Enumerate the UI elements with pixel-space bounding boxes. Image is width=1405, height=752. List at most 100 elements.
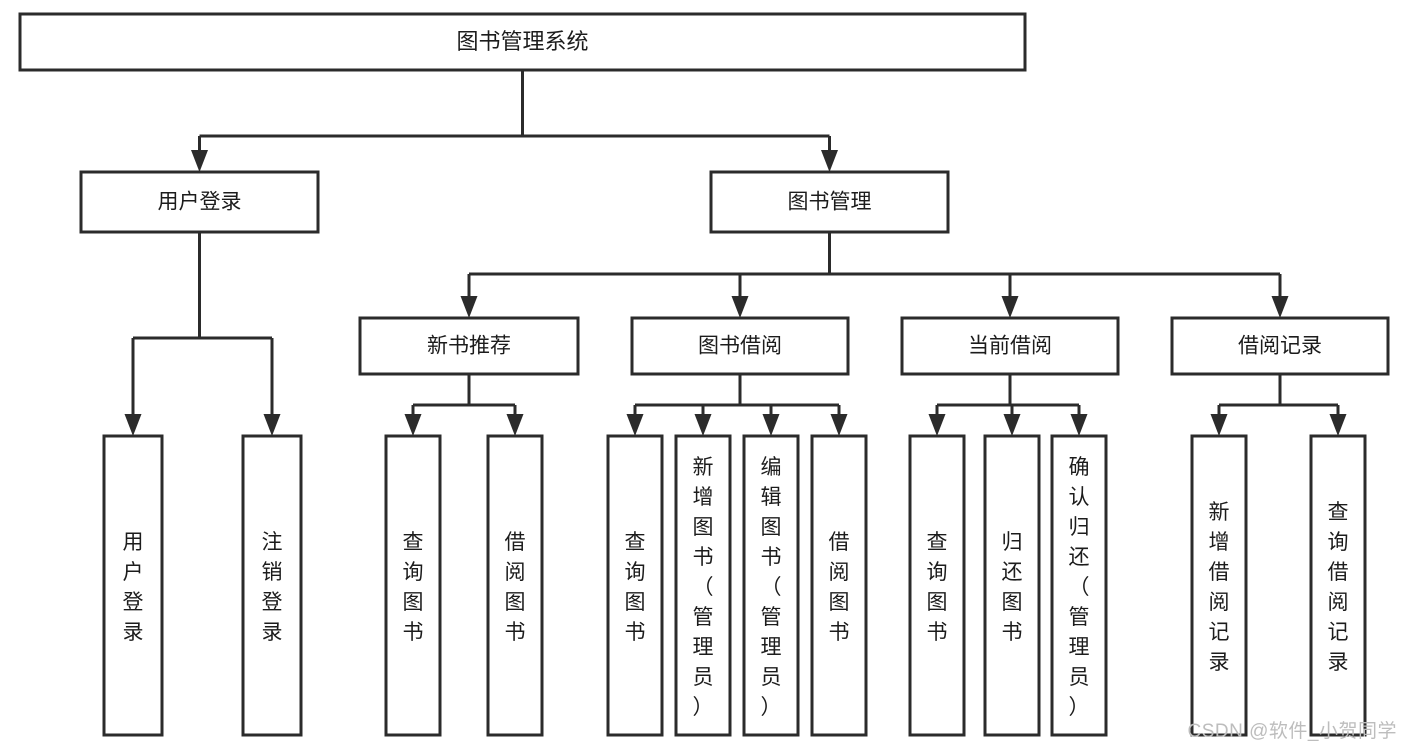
node-label-char: 录 (1209, 651, 1230, 674)
arrow-head-icon (928, 414, 946, 436)
arrow-head-icon (263, 414, 281, 436)
node-label-char: 录 (123, 621, 144, 644)
node-box (674, 434, 732, 737)
node-leaf-query-book-1[interactable]: 查询图书查询图书 (0, 0, 442, 737)
arrow-head-icon (404, 414, 422, 436)
connector-group (460, 232, 1289, 318)
arrow-head-icon (762, 414, 780, 436)
node-label-char: 询 (625, 561, 646, 584)
node-label-char: 新 (693, 456, 714, 479)
node-label-char: ） (693, 696, 714, 719)
node-label-char: 户 (123, 561, 144, 584)
node-label-char: 认 (1069, 486, 1090, 509)
arrow-head-icon (1003, 414, 1021, 436)
node-label: 用户登录 (158, 191, 242, 214)
node-label-char: 增 (693, 486, 714, 509)
node-label-char: 阅 (1328, 591, 1349, 614)
node-label-char: （ (693, 576, 714, 599)
node-leaf-query-book-2[interactable]: 查询图书查询图书 (0, 0, 664, 737)
node-leaf-borrow-book-2[interactable]: 借阅图书借阅图书 (0, 0, 868, 737)
node-label-char: 查 (625, 531, 646, 554)
node-box (709, 170, 950, 234)
node-label-char: 理 (693, 636, 714, 659)
arrow-head-icon (731, 296, 749, 318)
node-book-borrow[interactable]: 图书借阅 (630, 316, 850, 376)
node-label-char: 阅 (1209, 591, 1230, 614)
node-label-char: 借 (829, 531, 850, 554)
node-label-char: 书 (693, 546, 714, 569)
node-leaf-user-login[interactable]: 用户登录用户登录 (0, 0, 164, 737)
node-label-char: 借 (1328, 561, 1349, 584)
node-label-char: 借 (505, 531, 526, 554)
node-label-char: 录 (262, 621, 283, 644)
node-user-login[interactable]: 用户登录 (79, 170, 320, 234)
csdn-watermark: CSDN @软件_小贺同学 (1187, 721, 1397, 742)
node-borrow-record[interactable]: 借阅记录 (1170, 316, 1390, 376)
node-label-char: 书 (505, 621, 526, 644)
node-label-char: 归 (1002, 531, 1023, 554)
node-label-char: 图 (829, 591, 850, 614)
arrow-head-icon (1329, 414, 1347, 436)
node-box (102, 434, 164, 737)
node-label-char: 查 (927, 531, 948, 554)
connector-group (124, 232, 281, 436)
node-label-char: 借 (1209, 561, 1230, 584)
node-label-char: 图 (927, 591, 948, 614)
node-leaf-user-logout[interactable]: 注销登录注销登录 (0, 0, 303, 737)
arrow-head-icon (506, 414, 524, 436)
node-label-char: 注 (262, 531, 283, 554)
node-label-char: 图 (693, 516, 714, 539)
node-leaf-return-book[interactable]: 归还图书归还图书 (0, 0, 1041, 737)
node-label-char: 登 (262, 591, 283, 614)
node-current-borrow[interactable]: 当前借阅 (900, 316, 1120, 376)
node-label-char: 书 (761, 546, 782, 569)
arrow-head-icon (694, 414, 712, 436)
node-label-char: 图 (761, 516, 782, 539)
node-leaf-borrow-book-1[interactable]: 借阅图书借阅图书 (0, 0, 544, 737)
node-label-char: 图 (505, 591, 526, 614)
node-leaf-add-borrow-record[interactable]: 新增借阅记录新增借阅记录 (0, 0, 1248, 737)
node-label-char: 用 (123, 531, 144, 554)
node-label-char: 查 (403, 531, 424, 554)
node-box (79, 170, 320, 234)
node-leaf-query-borrow-record[interactable]: 查询借阅记录查询借阅记录 (0, 0, 1367, 737)
node-label-char: 理 (761, 636, 782, 659)
node-label-char: 录 (1328, 651, 1349, 674)
node-label-char: 阅 (829, 561, 850, 584)
node-label-char: 书 (625, 621, 646, 644)
node-label-char: 书 (1002, 621, 1023, 644)
node-box (1050, 434, 1108, 737)
arrow-head-icon (1210, 414, 1228, 436)
arrow-head-icon (1070, 414, 1088, 436)
node-label-char: （ (761, 576, 782, 599)
node-label-char: 记 (1209, 621, 1230, 644)
node-leaf-query-book-3[interactable]: 查询图书查询图书 (0, 0, 966, 737)
node-box (810, 434, 868, 737)
node-label-char: 辑 (761, 486, 782, 509)
node-label-char: 管 (1069, 606, 1090, 629)
node-box (358, 316, 580, 376)
node-label-char: 询 (1328, 531, 1349, 554)
node-box (486, 434, 544, 737)
node-label-char: 新 (1209, 501, 1230, 524)
node-label: 图书管理系统 (456, 29, 588, 54)
node-root[interactable]: 图书管理系统 (18, 12, 1027, 72)
node-box (1170, 316, 1390, 376)
node-box (241, 434, 303, 737)
node-new-book-recommend[interactable]: 新书推荐 (358, 316, 580, 376)
node-box (742, 434, 800, 737)
node-label-char: 员 (761, 666, 782, 689)
node-label-char: 查 (1328, 501, 1349, 524)
node-label-char: 员 (693, 666, 714, 689)
arrow-head-icon (830, 414, 848, 436)
node-label-char: 增 (1209, 531, 1230, 554)
node-label-char: 书 (829, 621, 850, 644)
connector-group (191, 70, 838, 172)
node-book-manage[interactable]: 图书管理 (709, 170, 950, 234)
node-label-char: 图 (1002, 591, 1023, 614)
